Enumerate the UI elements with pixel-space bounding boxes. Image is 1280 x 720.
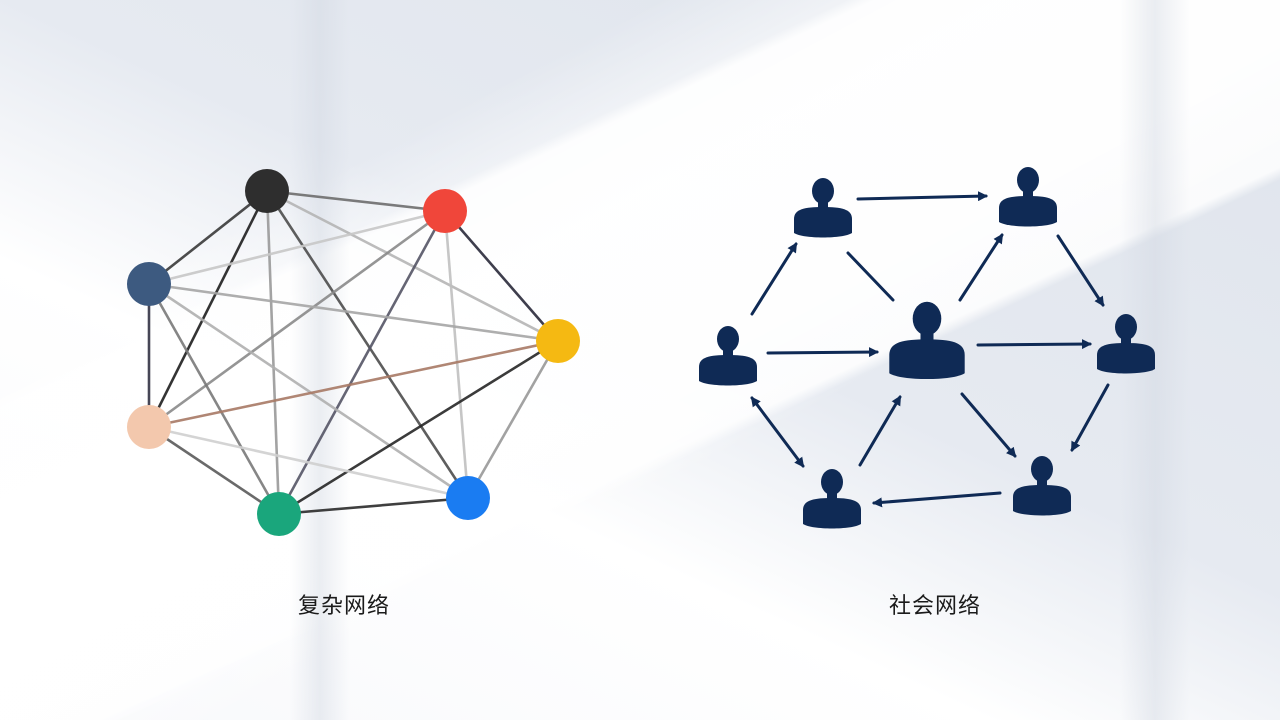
- complex-network-edge: [277, 339, 560, 516]
- social-network-arrows: [750, 191, 1110, 508]
- complex-network-node: [536, 319, 580, 363]
- person-head-icon: [812, 178, 834, 204]
- complex-network-edge: [466, 339, 560, 500]
- person-head-icon: [1115, 314, 1137, 340]
- person-head-icon: [717, 326, 739, 352]
- social-network-arrow: [960, 392, 1017, 458]
- complex-network-node: [127, 262, 171, 306]
- social-network-arrow: [1070, 383, 1110, 452]
- person-body-icon: [1097, 343, 1155, 374]
- background-pillar-left: [290, 0, 350, 720]
- complex-network-edge: [147, 282, 281, 516]
- person-body-icon: [1013, 485, 1071, 516]
- person-head-icon: [821, 469, 843, 495]
- person-neck-icon: [818, 201, 828, 211]
- complex-network-edge: [443, 209, 560, 343]
- social-network-arrow: [766, 347, 879, 358]
- person-neck-icon: [723, 349, 733, 359]
- person-body-icon: [889, 339, 965, 380]
- person-left-icon: [699, 326, 757, 386]
- complex-network-edge: [147, 282, 560, 343]
- complex-network-caption: 复杂网络: [297, 594, 391, 619]
- social-network-people: [699, 167, 1155, 529]
- social-network-arrow: [872, 491, 1002, 508]
- complex-network-node: [257, 492, 301, 536]
- complex-network-edge: [265, 189, 281, 516]
- complex-network-edge: [147, 339, 560, 429]
- social-network-caption: 社会网络: [888, 594, 982, 619]
- person-right-icon: [1097, 314, 1155, 374]
- social-network-arrow: [858, 395, 902, 467]
- person-top-left-icon: [794, 178, 852, 238]
- complex-network-edge: [147, 209, 447, 429]
- person-body-icon: [999, 196, 1057, 227]
- person-center-icon: [889, 301, 965, 380]
- complex-network-edge: [443, 209, 470, 500]
- social-network-arrow: [846, 251, 895, 302]
- social-network-arrow: [958, 233, 1004, 302]
- person-top-right-icon: [999, 167, 1057, 227]
- complex-network-edge: [147, 425, 470, 500]
- person-head-icon: [1031, 456, 1053, 482]
- complex-network-edge: [265, 189, 560, 343]
- person-bottom-right-icon: [1013, 456, 1071, 516]
- person-neck-icon: [1023, 190, 1033, 200]
- person-neck-icon: [827, 492, 837, 502]
- social-network-arrow: [976, 339, 1092, 350]
- complex-network-edge: [147, 189, 269, 286]
- complex-network-edges: [147, 189, 560, 516]
- complex-network-edge: [265, 189, 470, 500]
- social-network-arrow: [750, 242, 798, 316]
- complex-network-edge: [147, 209, 447, 286]
- person-head-icon: [912, 301, 942, 336]
- person-body-icon: [794, 207, 852, 238]
- complex-network-nodes: [127, 169, 580, 536]
- person-body-icon: [803, 498, 861, 529]
- complex-network-node: [446, 476, 490, 520]
- complex-network-node: [245, 169, 289, 213]
- social-network-arrow: [1056, 234, 1105, 307]
- person-bottom-left-icon: [803, 469, 861, 529]
- complex-network-node: [423, 189, 467, 233]
- person-head-icon: [1017, 167, 1039, 193]
- complex-network-edge: [265, 189, 447, 213]
- complex-network-node: [127, 405, 171, 449]
- person-neck-icon: [1121, 337, 1131, 347]
- complex-network-edge: [147, 189, 269, 429]
- social-network-arrow: [750, 396, 805, 468]
- social-network-arrow: [856, 191, 988, 202]
- complex-network-edge: [277, 496, 470, 516]
- complex-network-edge: [147, 425, 281, 516]
- person-body-icon: [699, 355, 757, 386]
- person-neck-icon: [1037, 479, 1047, 489]
- complex-network-edge: [147, 282, 470, 500]
- complex-network-edge: [277, 209, 447, 516]
